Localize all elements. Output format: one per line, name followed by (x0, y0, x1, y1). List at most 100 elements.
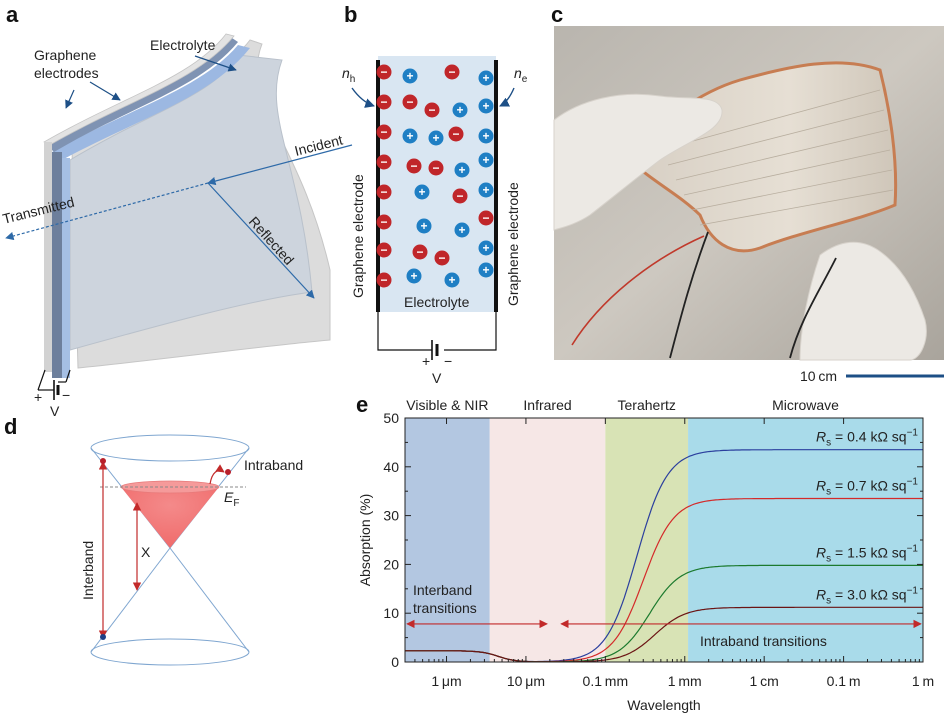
ef-label: EF (224, 489, 239, 509)
anion-ion (376, 124, 392, 140)
panel-b-label: b (344, 2, 357, 27)
x-tick-label: 1 cm (750, 673, 779, 689)
cation-ion (478, 152, 494, 168)
y-tick-label: 20 (383, 556, 399, 572)
cation-sign: + (458, 223, 465, 237)
nh-arrow (351, 87, 375, 108)
anion-sign: − (380, 215, 387, 229)
cation-ion (406, 268, 422, 284)
intraband-electron (225, 469, 231, 475)
cation-ion (452, 102, 468, 118)
cation-sign: + (456, 103, 463, 117)
anion-sign: − (380, 155, 387, 169)
battery-minus-b: − (444, 353, 452, 369)
panel-e-label: e (356, 392, 368, 417)
nh-label: nh (342, 65, 355, 85)
scale-bar-label: 10 cm (800, 368, 837, 384)
electrolyte-pointer-arrow (194, 55, 237, 72)
region-band (405, 418, 490, 662)
cation-sign: + (420, 219, 427, 233)
anion-sign: − (428, 103, 435, 117)
region-label: Terahertz (618, 397, 676, 413)
cation-sign: + (482, 263, 489, 277)
anion-ion (478, 210, 494, 226)
sheet-lines (659, 89, 894, 226)
ion-group: −+−+−−−++−++−+−−−++−+−+−++−−−−+−+++ (376, 64, 494, 288)
device-rim (43, 33, 235, 147)
x-tick-label: 10 μm (507, 673, 545, 689)
left-gloved-hand (553, 93, 723, 231)
anion-sign: − (380, 125, 387, 139)
graphene-electrodes-label-line2: electrodes (34, 65, 99, 81)
ne-label: ne (514, 65, 528, 85)
region-band (688, 418, 923, 662)
battery-plus-a: + (34, 389, 42, 405)
cation-sign: + (482, 153, 489, 167)
cation-sign: + (406, 69, 413, 83)
series-label: Rs = 3.0 kΩ sq−1 (816, 585, 918, 606)
anion-sign: − (410, 159, 417, 173)
anion-ion (376, 242, 392, 258)
incident-label: Incident (293, 131, 345, 158)
cation-ion (478, 70, 494, 86)
battery-circuit-a: + − V (34, 369, 71, 419)
series-label: Rs = 0.4 kΩ sq−1 (816, 428, 918, 449)
intraband-label: Intraband (244, 457, 303, 473)
anion-ion (402, 94, 418, 110)
lower-electron (100, 634, 106, 640)
anion-sign: − (448, 65, 455, 79)
cation-sign: + (418, 185, 425, 199)
x-tick-label: 1 μm (431, 673, 461, 689)
anion-ion (376, 272, 392, 288)
cation-sign: + (482, 71, 489, 85)
cation-ion (478, 182, 494, 198)
electrolyte-label-b: Electrolyte (404, 294, 470, 310)
device-front-face (69, 54, 313, 351)
cation-sign: + (482, 183, 489, 197)
x-tick-label: 1 m (912, 673, 934, 689)
cation-ion (414, 184, 430, 200)
red-wire (571, 235, 705, 346)
right-electrode-label: Graphene electrode (505, 182, 521, 306)
upper-electron (100, 458, 106, 464)
cation-sign: + (432, 131, 439, 145)
anion-ion (376, 214, 392, 230)
region-label: Visible & NIR (406, 397, 488, 413)
electrolyte-edge (52, 45, 250, 160)
series-label: Rs = 1.5 kΩ sq−1 (816, 543, 918, 564)
x-tick-label: 1 mm (668, 673, 702, 689)
series-label: Rs = 0.7 kΩ sq−1 (816, 477, 918, 498)
voltage-label-a: V (50, 403, 60, 419)
y-tick-label: 30 (383, 508, 399, 524)
cation-ion (428, 130, 444, 146)
device-side-light (44, 142, 52, 372)
cation-ion (478, 128, 494, 144)
graphene-pointer-arrow-2 (65, 89, 75, 109)
electrode-top-edge (48, 38, 238, 152)
cation-sign: + (406, 129, 413, 143)
upper-cone-rim (90, 434, 250, 462)
voltage-label-b: V (432, 370, 442, 386)
electrolyte-side (62, 158, 70, 378)
cation-sign: + (482, 129, 489, 143)
electrode-side-dark (52, 152, 62, 378)
x-tick-label: 0.1 m (827, 673, 861, 689)
anion-sign: − (380, 95, 387, 109)
region-band (605, 418, 689, 662)
cation-ion (478, 240, 494, 256)
cation-ion (416, 218, 432, 234)
cation-sign: + (410, 269, 417, 283)
filled-states (121, 487, 219, 548)
y-tick-label: 40 (383, 459, 399, 475)
anion-ion (376, 94, 392, 110)
cation-ion (444, 272, 460, 288)
left-electrode-label: Graphene electrode (350, 174, 366, 298)
anion-sign: − (380, 65, 387, 79)
y-tick-label: 50 (383, 410, 399, 426)
black-wire-2 (789, 257, 837, 359)
cation-ion (454, 162, 470, 178)
battery-plus-b: + (422, 353, 430, 369)
